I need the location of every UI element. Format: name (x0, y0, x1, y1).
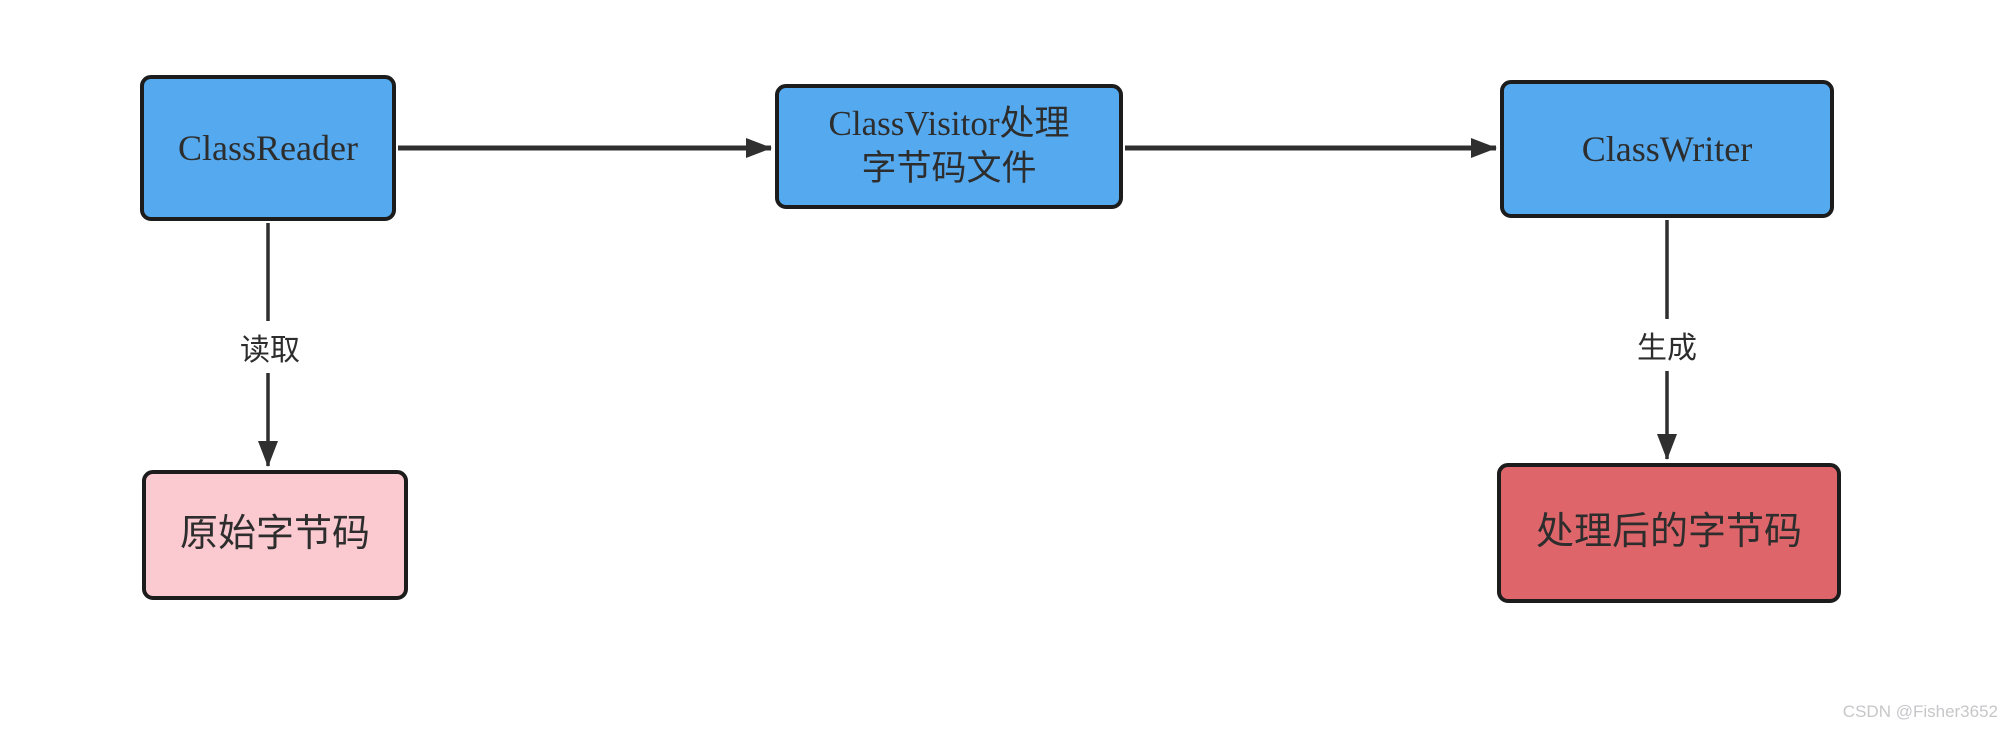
node-classreader: ClassReader (140, 75, 396, 221)
edge-label-generate: 生成 (1631, 319, 1703, 371)
node-original-bytecode: 原始字节码 (142, 470, 408, 600)
node-classwriter: ClassWriter (1500, 80, 1834, 218)
node-classreader-label: ClassReader (178, 127, 358, 168)
node-classwriter-label: ClassWriter (1581, 128, 1753, 169)
watermark: CSDN @Fisher3652 (1842, 702, 1998, 721)
node-processed-bytecode: 处理后的字节码 (1497, 463, 1841, 603)
node-processed-bytecode-label: 处理后的字节码 (1535, 511, 1802, 554)
node-classvisitor-label-line1: ClassVisitor处理 (828, 103, 1070, 143)
node-original-bytecode-label: 原始字节码 (179, 513, 370, 556)
edge-label-read: 读取 (234, 321, 306, 373)
node-classvisitor-label-line2: 字节码文件 (861, 148, 1037, 188)
node-classvisitor: ClassVisitor处理 字节码文件 (775, 84, 1123, 209)
